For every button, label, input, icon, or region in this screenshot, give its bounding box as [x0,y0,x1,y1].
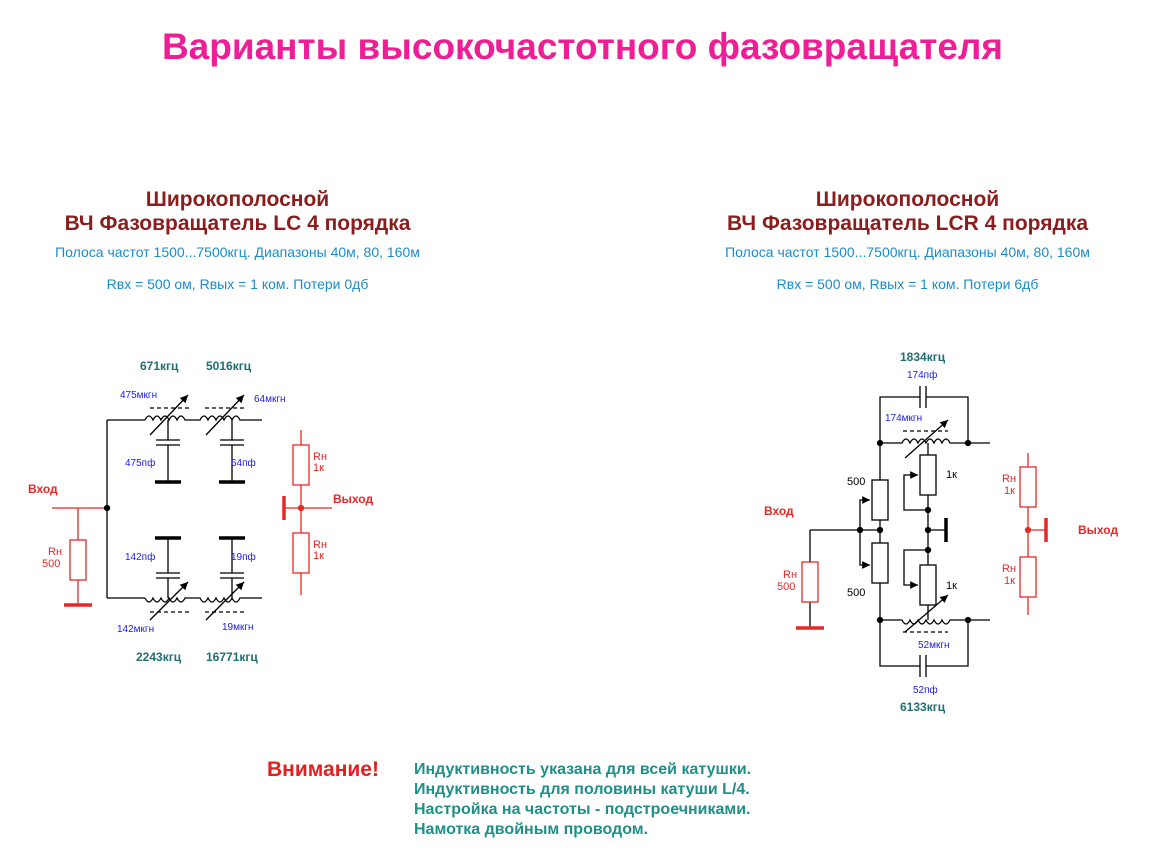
right-heading: Широкополосной ВЧ Фазовращатель LCR 4 по… [690,188,1125,236]
right-ind-bottom: 52мкгн [918,640,950,651]
right-bottom-tuner [904,594,949,633]
right-r1k-top [919,454,937,496]
right-top-coil [880,438,990,445]
left-ind-2: 64мкгн [254,394,286,405]
left-heading: Широкополосной ВЧ Фазовращатель LC 4 пор… [20,188,455,236]
right-r1k-bottom-label: 1к [946,580,957,592]
right-rin-value: 500 [777,581,795,593]
left-rin-name: Rн [48,546,62,558]
right-node-5 [924,506,932,514]
left-bottom-tuner-1 [149,581,189,621]
right-bottom-coil [880,618,990,625]
left-output-resistors [282,430,332,595]
left-input-node [103,504,111,512]
left-top-tuner-2 [205,394,245,436]
right-bottom-cap [919,655,927,677]
right-node-3 [856,526,864,534]
right-output-resistors [1019,453,1048,615]
right-r500-bottom-label: 500 [847,587,865,599]
warning-note-2: Индуктивность для половины катуши L/4. [414,781,750,798]
left-input-label: Вход [28,482,58,496]
right-heading-line1: Широкополосной [815,188,1000,211]
warning-label: Внимание! [267,758,379,781]
warning-note-4: Намотка двойным проводом. [414,821,649,838]
right-heading-line2: ВЧ Фазовращатель LCR 4 порядка [726,212,1089,235]
left-ind-4: 19мкгн [222,622,254,633]
right-rout1-name: Rн [1002,473,1016,485]
left-top-coils [144,415,262,422]
right-ind-top: 174мкгн [885,413,922,424]
left-ind-3: 142мкгн [117,624,154,635]
right-params: Rвх = 500 ом, Rвых = 1 ком. Потери 6дб [776,276,1039,292]
right-band: Полоса частот 1500...7500кгц. Диапазоны … [725,244,1090,260]
right-top-cap [919,386,927,408]
right-rout2-value: 1к [1004,575,1015,587]
left-cap-bot-2 [220,538,244,598]
left-cap-1: 475пф [125,457,155,469]
left-top-tuner-1 [149,394,189,436]
page-title: Варианты высокочастотного фазовращателя [161,26,1004,67]
right-cap-top: 174пф [907,369,937,381]
left-output-label: Выход [333,492,373,506]
right-bottom-cap-loop [879,620,969,667]
right-output-label: Выход [1078,523,1118,537]
left-ind-1: 475мкгн [120,390,157,401]
left-cap-top-2 [220,420,244,482]
right-top-cap-loop [879,396,969,443]
right-node-7 [924,546,932,554]
warning-note-3: Настройка на частоты - подстроечниками. [414,801,751,818]
right-r1k-tap-top [903,471,928,511]
left-freq-bottom-2: 16771кгц [206,650,258,664]
right-node-8 [964,439,972,447]
left-cap-top-1 [156,420,180,482]
left-params: Rвх = 500 ом, Rвых = 1 ком. Потери 0дб [106,276,369,292]
right-circuit [796,386,1048,677]
right-top-tuner [904,419,949,459]
left-rout1-value: 1к [313,462,324,474]
left-cap-bot-1 [156,538,180,598]
left-input-resistor [64,508,92,607]
right-rin-name: Rн [783,569,797,581]
right-rout1-value: 1к [1004,485,1015,497]
right-r500-tap-top [859,496,870,530]
right-r1k-tap-bottom [903,549,928,589]
left-cap-3: 142пф [125,551,155,563]
left-cap-2: 64пф [231,457,256,469]
right-r1k-top-label: 1к [946,469,957,481]
left-freq-bottom-1: 2243кгц [136,650,182,664]
left-circuit [52,394,332,621]
left-rin-value: 500 [42,558,60,570]
left-rout2-value: 1к [313,550,324,562]
warning-notes: Индуктивность указана для всей катушки. … [414,760,751,840]
right-input-label: Вход [764,504,794,518]
left-freq-top-1: 671кгц [140,359,179,373]
right-freq-bottom: 6133кгц [900,700,946,714]
right-input-resistor [796,530,824,630]
left-bottom-tuner-2 [205,581,245,621]
left-band: Полоса частот 1500...7500кгц. Диапазоны … [55,244,420,260]
right-r500-bottom [871,542,889,584]
left-heading-line1: Широкополосной [145,188,330,211]
right-r500-top [871,479,889,521]
left-bottom-coils [144,596,262,603]
right-rout2-name: Rн [1002,563,1016,575]
warning-note-1: Индуктивность указана для всей катушки. [414,761,752,778]
left-heading-line2: ВЧ Фазовращатель LC 4 порядка [64,212,411,235]
right-r1k-bottom [919,564,937,606]
left-cap-4: 19пф [231,551,256,563]
right-node-2 [876,526,884,534]
left-rout2-name: Rн [313,539,327,551]
right-r500-top-label: 500 [847,476,865,488]
right-node-1 [876,439,884,447]
right-freq-top: 1834кгц [900,350,946,364]
right-cap-bottom: 52пф [913,684,938,696]
left-rout1-name: Rн [313,451,327,463]
left-freq-top-2: 5016кгц [206,359,252,373]
right-node-6 [924,526,932,534]
right-r500-tap-bottom [859,530,870,569]
